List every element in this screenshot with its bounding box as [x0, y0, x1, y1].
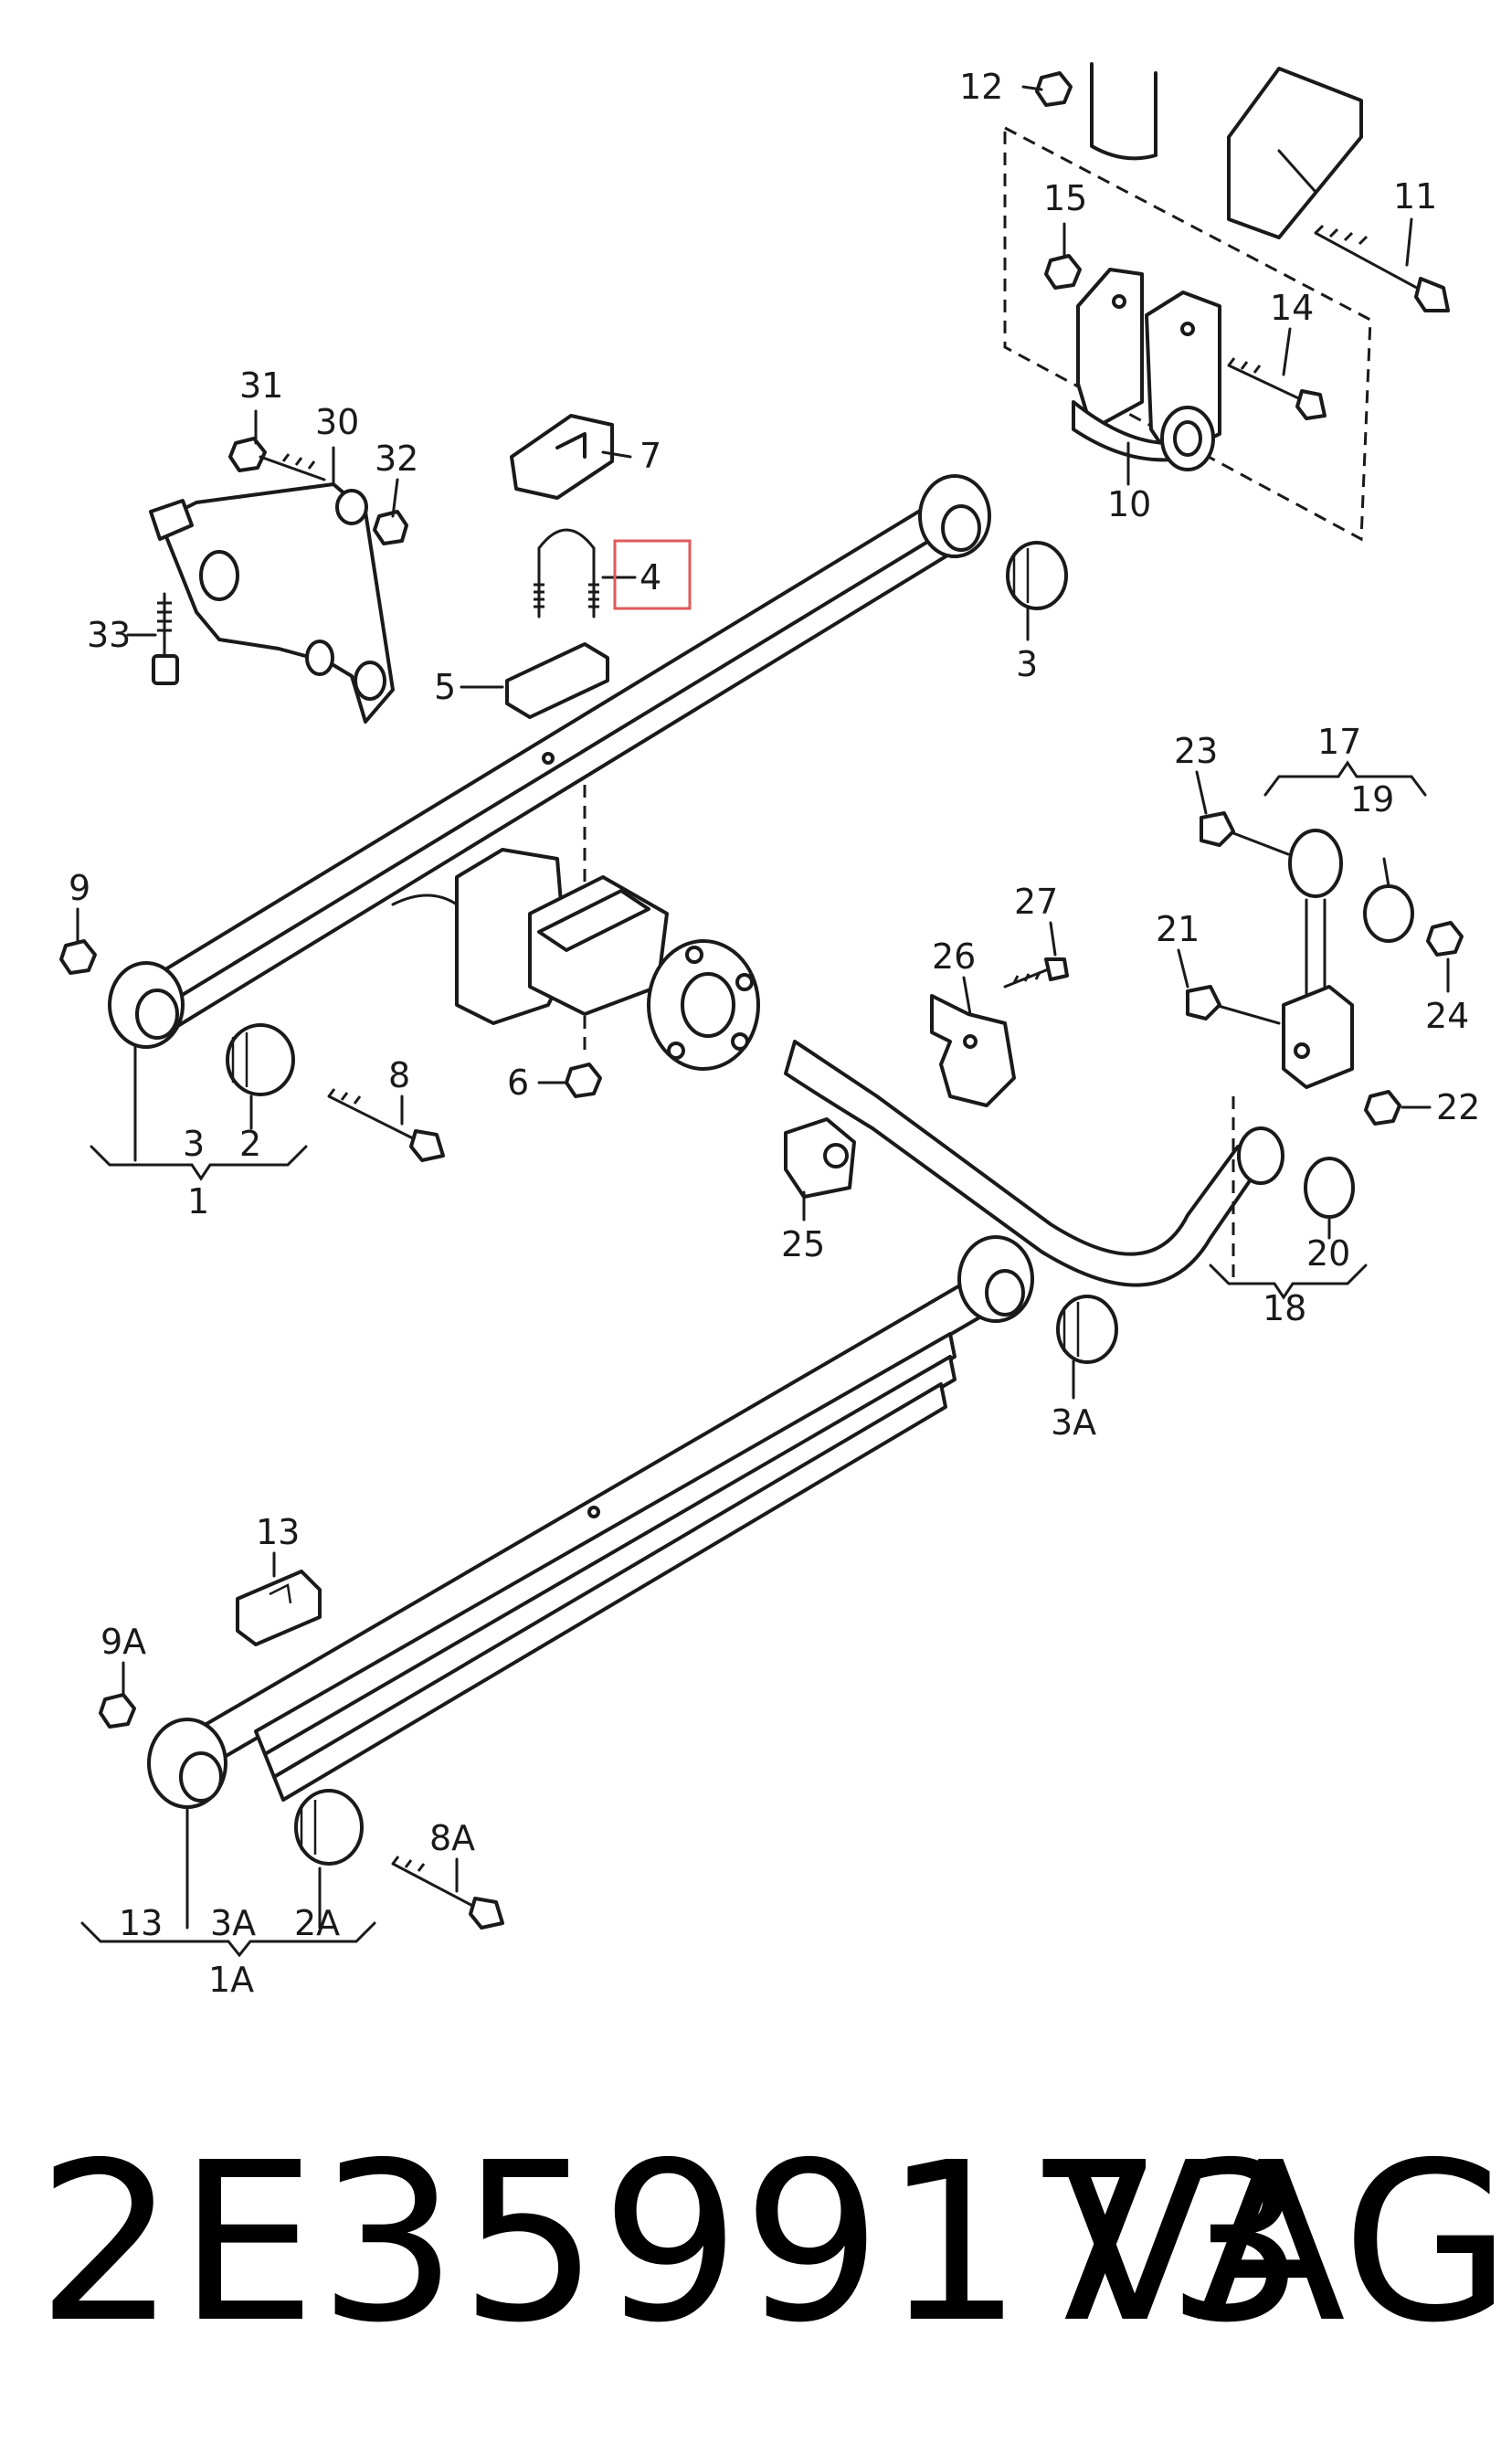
spring-clip-13	[236, 1570, 322, 1646]
suspension-exploded-diagram: 12 11 15 14 10 31 30 32 33 7 4 5 3 9 3 2…	[59, 62, 1480, 2000]
nut-24	[1426, 921, 1464, 957]
bolt-8-head	[409, 1129, 445, 1162]
callout-14: 14	[1270, 288, 1314, 328]
shackle-plate-left	[1076, 268, 1144, 431]
bushing-19	[1363, 884, 1414, 943]
callout-27: 27	[1014, 882, 1058, 922]
bolt-11	[1314, 231, 1427, 294]
lower-leaf-spring	[99, 1235, 1118, 1930]
front-hanger-bracket-group	[149, 437, 408, 724]
part-number: 2E3599173	[37, 2115, 1308, 2371]
bolt-8	[327, 1095, 422, 1144]
bolt-21	[1213, 1003, 1281, 1025]
nut-32	[373, 510, 408, 545]
callout-18: 18	[1263, 1288, 1306, 1328]
callout-9A: 9A	[100, 1622, 146, 1662]
callout-1: 1	[187, 1181, 209, 1221]
lower-spring-leaf	[176, 1268, 1016, 1770]
callout-3A-rear: 3A	[210, 1903, 256, 1943]
nut-15	[1044, 254, 1082, 290]
callout-3-rear: 3	[183, 1124, 205, 1164]
callout-2A: 2A	[294, 1903, 340, 1943]
bushing-2A-rear	[294, 1789, 364, 1866]
callout-8A: 8A	[429, 1818, 475, 1858]
callout-3-front: 3	[1016, 644, 1038, 684]
link-clevis	[1282, 985, 1354, 1089]
callout-5: 5	[434, 667, 456, 707]
callout-30: 30	[315, 402, 359, 442]
callout-25: 25	[781, 1224, 825, 1264]
callout-13-clip: 13	[256, 1512, 300, 1552]
bushing-3-front	[1006, 541, 1068, 610]
axle-hub-assembly	[391, 848, 760, 1098]
callout-11: 11	[1393, 176, 1437, 217]
callout-19: 19	[1350, 779, 1394, 820]
bracket-dashed-frame	[1003, 125, 1372, 542]
bushing-3A-front	[1056, 1295, 1118, 1364]
bushing-2-rear	[226, 1023, 295, 1096]
callout-24: 24	[1425, 996, 1469, 1036]
callout-1A: 1A	[208, 1960, 254, 2000]
upper-leaf-spring	[59, 474, 1068, 1162]
callout-8: 8	[388, 1055, 410, 1095]
bolt-27-head	[1044, 957, 1069, 981]
anti-roll-bar	[784, 1040, 1263, 1287]
frame-rail-left	[1090, 62, 1157, 161]
drop-link-group	[1186, 811, 1464, 1279]
bushing-25	[784, 1117, 856, 1199]
pad-plate-5	[505, 642, 609, 719]
callout-2: 2	[239, 1124, 261, 1164]
link-upper-eye	[1288, 829, 1343, 898]
bracket-tab	[149, 499, 194, 541]
bolt-14	[1227, 364, 1308, 404]
callout-32: 32	[375, 439, 418, 479]
callout-7: 7	[640, 436, 661, 476]
bushing-20	[1304, 1157, 1355, 1219]
u-bolt-4	[537, 546, 596, 619]
callout-6: 6	[507, 1063, 529, 1103]
bolt-23	[1227, 830, 1290, 856]
nut-6	[565, 1063, 602, 1098]
nut-9	[59, 939, 97, 975]
callout-17: 17	[1317, 722, 1361, 762]
leader-lines	[76, 85, 1450, 1958]
bolt-8A-head	[469, 1897, 504, 1930]
bolt-11-head	[1414, 277, 1450, 312]
callout-labels: 12 11 15 14 10 31 30 32 33 7 4 5 3 9 3 2…	[69, 67, 1480, 2000]
callout-31: 31	[239, 365, 283, 406]
frame-rail-right	[1227, 67, 1363, 239]
nut-9A	[99, 1693, 136, 1729]
bar-end-eye	[1237, 1126, 1284, 1185]
callout-10: 10	[1107, 484, 1151, 524]
bolt-33-head	[152, 654, 179, 685]
callout-13-rear: 13	[119, 1903, 163, 1943]
callout-26: 26	[932, 936, 976, 977]
nut-12	[1035, 71, 1073, 107]
spring-clip-7	[510, 414, 614, 500]
callout-23: 23	[1174, 731, 1218, 771]
callout-21: 21	[1156, 909, 1200, 949]
callout-22: 22	[1436, 1087, 1480, 1127]
callout-4: 4	[640, 557, 661, 597]
bolt-23-head	[1200, 811, 1235, 847]
bolt-21-head	[1186, 985, 1221, 1020]
callout-20: 20	[1306, 1233, 1350, 1274]
highlight-box-4	[613, 539, 692, 610]
nut-22	[1364, 1090, 1401, 1126]
brand-name: VAG	[1060, 2115, 1501, 2371]
callout-3A-front: 3A	[1051, 1402, 1096, 1443]
bolt-8A	[391, 1862, 481, 1911]
callout-33: 33	[87, 615, 131, 655]
clamp-bracket-26	[930, 994, 1016, 1107]
callout-12: 12	[959, 67, 1003, 107]
callout-9: 9	[69, 868, 90, 908]
anti-roll-bar-group	[784, 957, 1284, 1287]
bolt-14-head	[1295, 389, 1327, 420]
callout-15: 15	[1043, 178, 1087, 218]
bolt-31-head	[228, 437, 267, 472]
shackle-bracket-group	[1003, 62, 1450, 542]
bolt-31	[259, 455, 326, 481]
